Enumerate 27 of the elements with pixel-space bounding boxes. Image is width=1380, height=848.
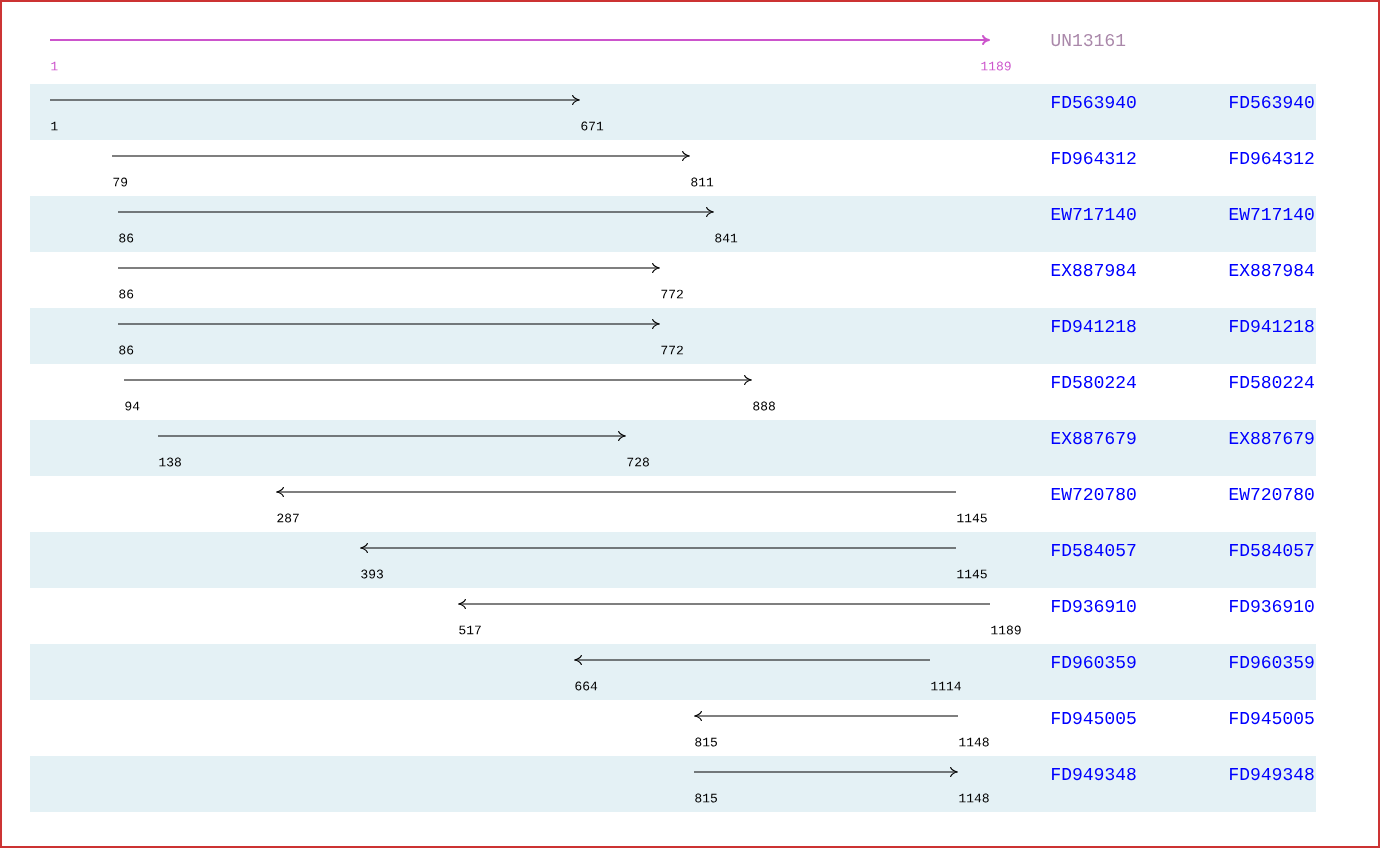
accession-link: EW720780 [1051,487,1136,501]
accession-link: EX887679 [1051,431,1136,445]
accession-link: FD964312 [1052,151,1136,165]
accession-link: EW717140 [1051,207,1136,221]
accession-link: FD580224 [1052,375,1136,389]
reference-label: UN13161 [1051,33,1126,47]
accession-link: EX887679 [1229,431,1314,445]
accession-link: FD960359 [1230,655,1314,669]
accession-link: FD941218 [1052,319,1136,333]
accession-link: FD945005 [1230,711,1314,725]
accession-link: EW720780 [1229,487,1314,501]
accession-link: EX887984 [1229,263,1314,277]
accession-link: FD584057 [1052,543,1136,557]
accession-link: FD584057 [1230,543,1314,557]
accession-link: FD936910 [1230,599,1314,613]
accession-link: FD563940 [1052,95,1136,109]
accession-link: FD945005 [1052,711,1136,725]
accession-link: EW717140 [1229,207,1314,221]
accession-link: FD949348 [1230,767,1314,781]
accession-link: FD964312 [1230,151,1314,165]
accession-link: FD949348 [1052,767,1136,781]
accession-link: FD960359 [1052,655,1136,669]
accession-link: FD941218 [1230,319,1314,333]
accession-link: FD563940 [1230,95,1314,109]
accession-link: EX887984 [1051,263,1136,277]
accession-link: FD580224 [1230,375,1314,389]
accession-link: FD936910 [1052,599,1136,613]
